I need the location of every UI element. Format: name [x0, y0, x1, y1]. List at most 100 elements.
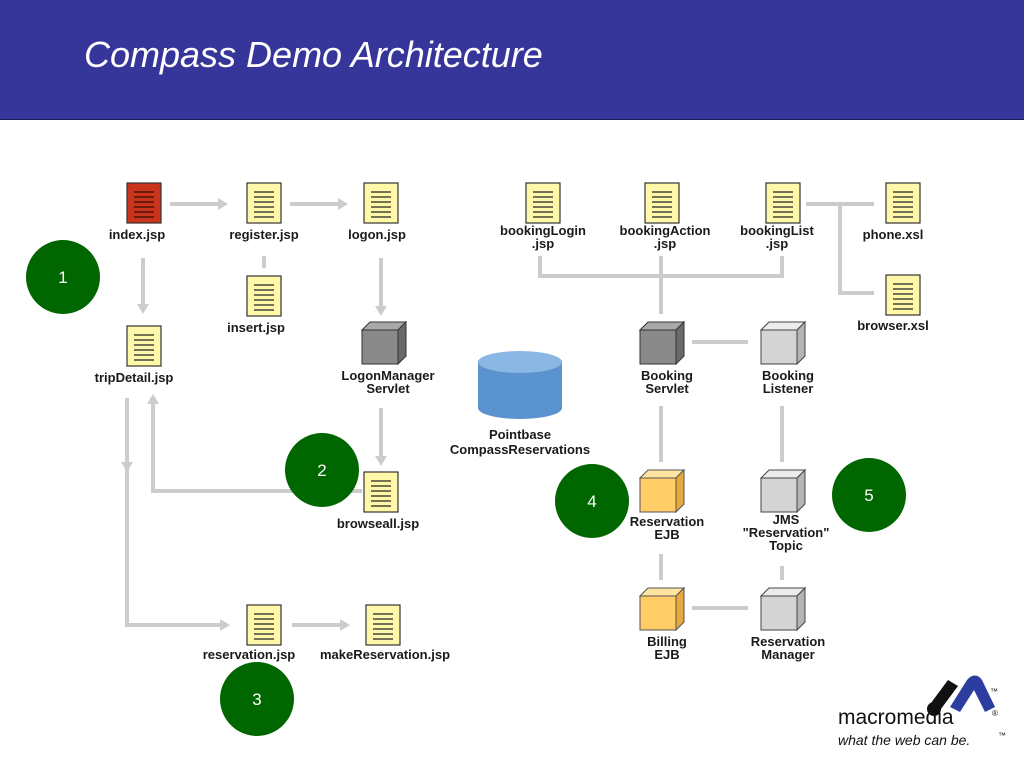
- node-label: tripDetail.jsp: [95, 370, 174, 385]
- macromedia-logo: ™ macromedia ® what the web can be. ™: [838, 675, 1006, 748]
- node-label: JMS: [773, 512, 800, 527]
- page-icon: [363, 182, 399, 224]
- step-marker-1: 1: [26, 240, 100, 314]
- page-red-icon: [126, 182, 162, 224]
- database-icon: [478, 351, 562, 419]
- connector: [838, 204, 874, 295]
- tagline-trademark: ™: [998, 731, 1006, 740]
- page-icon: [885, 274, 921, 316]
- connector: [125, 398, 220, 627]
- node-label: bookingList: [740, 223, 814, 238]
- node-label: makeReservation.jsp: [320, 647, 450, 662]
- node-label: "Reservation": [743, 525, 830, 540]
- node-reservation-ejb: Reservation EJB: [630, 469, 704, 542]
- cube-dark-icon: [639, 321, 685, 365]
- node-label: EJB: [654, 647, 679, 662]
- node-label: Booking: [641, 368, 693, 383]
- page-icon: [644, 182, 680, 224]
- node-logonmanager-servlet: LogonManager Servlet: [341, 321, 435, 396]
- node-reservation-jsp: reservation.jsp: [203, 604, 296, 662]
- node-jms-reservation-topic: JMS "Reservation" Topic: [743, 469, 830, 553]
- node-label: .jsp: [532, 236, 554, 251]
- node-reservation-manager: Reservation Manager: [751, 587, 825, 662]
- title-bar: Compass Demo Architecture: [0, 0, 1024, 120]
- step-marker-2: 2: [285, 433, 359, 507]
- step-number: 1: [58, 268, 67, 287]
- page-icon: [525, 182, 561, 224]
- node-bookingaction-jsp: bookingAction .jsp: [620, 182, 711, 251]
- step-number: 3: [252, 690, 261, 709]
- step-number: 2: [317, 461, 326, 480]
- node-label: bookingAction: [620, 223, 711, 238]
- step-number: 5: [864, 486, 873, 505]
- node-bookinglist-jsp: bookingList .jsp: [740, 182, 814, 251]
- node-label: Manager: [761, 647, 814, 662]
- cube-light-icon: [760, 587, 806, 631]
- node-label: .jsp: [766, 236, 788, 251]
- node-label: phone.xsl: [863, 227, 924, 242]
- registered-mark: ®: [992, 709, 998, 718]
- node-insert-jsp: insert.jsp: [227, 275, 285, 335]
- arrow-head: [220, 619, 230, 631]
- step-number: 4: [587, 492, 596, 511]
- node-makereservation-jsp: makeReservation.jsp: [320, 604, 450, 662]
- arrow-head: [375, 306, 387, 316]
- node-label: Topic: [769, 538, 803, 553]
- page-icon: [246, 182, 282, 224]
- node-label: .jsp: [654, 236, 676, 251]
- node-label: Listener: [763, 381, 814, 396]
- step-marker-4: 4: [555, 464, 629, 538]
- page-icon: [365, 604, 401, 646]
- node-label: Billing: [647, 634, 687, 649]
- macromedia-logo-icon: [927, 675, 995, 716]
- logo-wordmark: macromedia: [838, 706, 954, 729]
- cube-light-icon: [760, 469, 806, 513]
- node-label: Servlet: [645, 381, 689, 396]
- node-phone-xsl: phone.xsl: [863, 182, 924, 242]
- arrow-head: [218, 198, 228, 210]
- node-register-jsp: register.jsp: [229, 182, 299, 242]
- page-icon: [126, 325, 162, 367]
- node-label: bookingLogin: [500, 223, 586, 238]
- node-label: CompassReservations: [450, 442, 590, 457]
- arrow-head: [137, 304, 149, 314]
- node-booking-servlet: Booking Servlet: [639, 321, 693, 396]
- cube-orange-icon: [639, 587, 685, 631]
- page-icon: [885, 182, 921, 224]
- page-icon: [363, 471, 399, 513]
- node-label: register.jsp: [229, 227, 298, 242]
- cube-light-icon: [760, 321, 806, 365]
- node-label: index.jsp: [109, 227, 165, 242]
- node-label: Reservation: [751, 634, 825, 649]
- node-label: EJB: [654, 527, 679, 542]
- logo-tagline: what the web can be.: [838, 732, 970, 748]
- node-index-jsp: index.jsp: [109, 182, 165, 242]
- step-marker-3: 3: [220, 662, 294, 736]
- node-pointbase-database: Pointbase CompassReservations: [450, 351, 590, 457]
- node-label: insert.jsp: [227, 320, 285, 335]
- node-label: browser.xsl: [857, 318, 929, 333]
- page-icon: [246, 275, 282, 317]
- arrow-head: [375, 456, 387, 466]
- node-browseall-jsp: browseall.jsp: [337, 471, 419, 531]
- node-booking-listener: Booking Listener: [760, 321, 814, 396]
- cube-dark-icon: [361, 321, 407, 365]
- node-label: LogonManager: [341, 368, 434, 383]
- node-tripdetail-jsp: tripDetail.jsp: [95, 325, 174, 385]
- arrow-head: [338, 198, 348, 210]
- node-billing-ejb: Billing EJB: [639, 587, 687, 662]
- node-label: logon.jsp: [348, 227, 406, 242]
- node-label: reservation.jsp: [203, 647, 296, 662]
- node-label: browseall.jsp: [337, 516, 419, 531]
- arrow-head: [340, 619, 350, 631]
- page-icon: [246, 604, 282, 646]
- node-label: Booking: [762, 368, 814, 383]
- node-label: Reservation: [630, 514, 704, 529]
- node-logon-jsp: logon.jsp: [348, 182, 406, 242]
- page-title: Compass Demo Architecture: [84, 34, 543, 75]
- trademark-mark: ™: [990, 687, 998, 696]
- node-label: Pointbase: [489, 427, 551, 442]
- page-icon: [765, 182, 801, 224]
- node-browser-xsl: browser.xsl: [857, 274, 929, 333]
